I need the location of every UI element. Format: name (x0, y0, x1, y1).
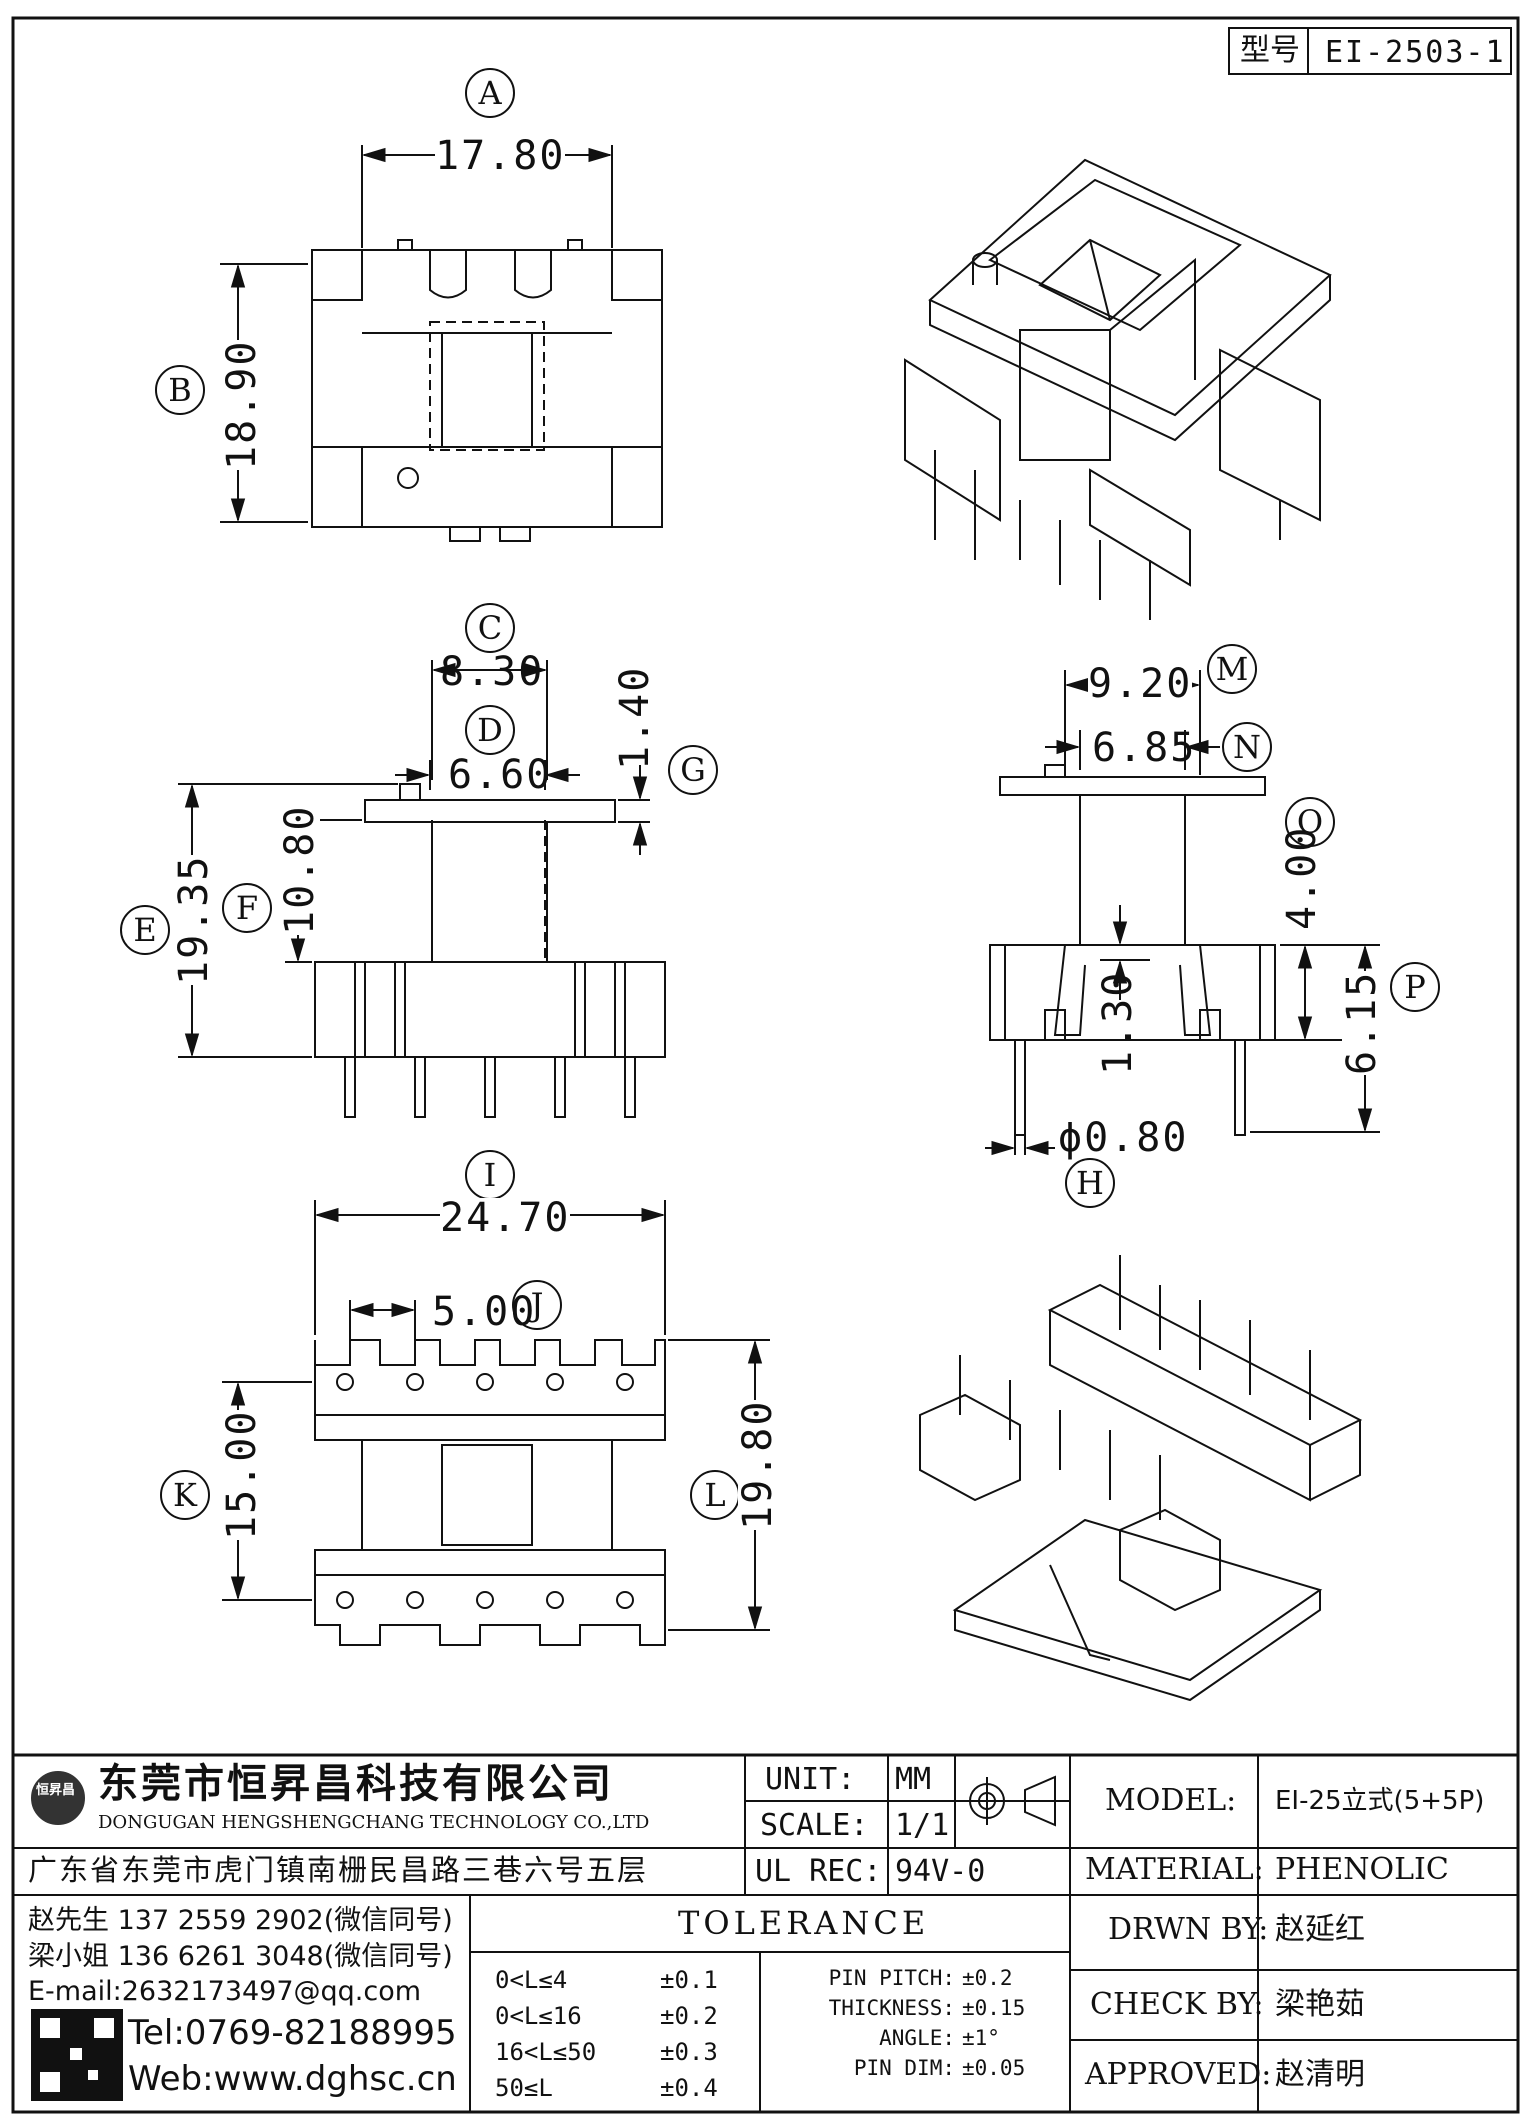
drwn-label: DRWN BY: (1108, 1912, 1269, 1947)
unit-value: MM (895, 1762, 932, 1797)
tolerance-param-value: ±0.15 (962, 1996, 1026, 2020)
callout-k: K (160, 1470, 210, 1520)
tolerance-range: 0<L≤4 (495, 1966, 568, 1994)
callout-h: H (1065, 1158, 1115, 1208)
callout-g: G (668, 745, 718, 795)
title-block-grid (13, 1753, 1518, 2112)
tolerance-range: 0<L≤16 (495, 2002, 582, 2030)
callout-p: P (1390, 962, 1440, 1012)
company-name-en: DONGUGAN HENGSHENGCHANG TECHNOLOGY CO.,L… (98, 1812, 650, 1833)
email[interactable]: E-mail:2632173497@qq.com (28, 1976, 422, 2007)
contact-1: 赵先生 137 2559 2902(微信同号) (28, 1905, 453, 1936)
iso-view-bottom (919, 1255, 1363, 1702)
dim-i-value: 24.70 (440, 1195, 571, 1241)
scale-value: 1/1 (895, 1808, 950, 1843)
dim-l-value: 19.80 (735, 1399, 781, 1530)
side-view (314, 783, 666, 1118)
check-value: 梁艳茹 (1275, 1987, 1365, 2022)
callout-d: D (465, 705, 515, 755)
contact-2: 梁小姐 136 6261 3048(微信同号) (28, 1941, 453, 1972)
callout-b: B (155, 365, 205, 415)
dim-a-value: 17.80 (435, 133, 566, 179)
model-box-value: EI-2503-1 (1325, 35, 1506, 70)
model-label: MODEL: (1105, 1783, 1237, 1818)
callout-i: I (465, 1150, 515, 1200)
check-label: CHECK BY: (1090, 1987, 1264, 2022)
tolerance-value: ±0.1 (660, 1966, 718, 1994)
callout-e: E (120, 905, 170, 955)
tolerance-value: ±0.2 (660, 2002, 718, 2030)
dim-b-value: 18.90 (219, 339, 265, 470)
approved-value: 赵清明 (1275, 2057, 1365, 2092)
top-view (311, 239, 663, 542)
scale-label: SCALE: (760, 1808, 869, 1843)
dim-d-value: 6.60 (448, 752, 553, 798)
dim-h-value: ϕ0.80 (1058, 1115, 1189, 1161)
model-value: EI-25立式(5+5P) (1275, 1786, 1485, 1816)
model-box-label: 型号 (1240, 33, 1300, 68)
model-box (1228, 27, 1512, 75)
callout-a: A (465, 68, 515, 118)
material-value: PHENOLIC (1275, 1852, 1449, 1887)
tolerance-value: ±0.4 (660, 2074, 718, 2102)
tolerance-param-value: ±0.2 (962, 1966, 1013, 1990)
dim-c-value: 8.30 (440, 649, 545, 695)
iso-view-top (904, 158, 1332, 620)
company-address: 广东省东莞市虎门镇南栅民昌路三巷六号五层 (28, 1853, 649, 1887)
dim-m-value: 9.20 (1088, 661, 1193, 707)
callout-l: L (690, 1470, 740, 1520)
tolerance-range: 50≤L (495, 2074, 553, 2102)
callout-j: J (512, 1280, 562, 1330)
callout-m: M (1207, 644, 1257, 694)
tolerance-param-name: PIN PITCH: (828, 1966, 955, 1990)
approved-label: APPROVED: (1085, 2057, 1272, 2092)
front-view (989, 764, 1276, 1136)
tolerance-range: 16<L≤50 (495, 2038, 597, 2066)
callout-f: F (222, 883, 272, 933)
tel: Tel:0769-82188995 (128, 2013, 457, 2053)
tolerance-param-value: ±0.05 (962, 2056, 1026, 2080)
ulrec-value: 94V-0 (895, 1854, 986, 1889)
dim-n-value: 6.85 (1092, 725, 1197, 771)
dim-p-value: 6.15 (1339, 970, 1385, 1075)
website[interactable]: Web:www.dghsc.cn (128, 2059, 457, 2099)
material-label: MATERIAL: (1085, 1852, 1264, 1887)
sheet-border (11, 16, 1520, 2114)
dim-o-value: 4.00 (1279, 825, 1325, 930)
dim-g-value: 1.40 (612, 665, 658, 770)
dim-f-value: 10.80 (277, 804, 323, 935)
ulrec-label: UL REC: (755, 1854, 882, 1889)
company-name-cn: 东莞市恒昇昌科技有限公司 (98, 1761, 614, 1807)
tolerance-param-name: PIN DIM: (853, 2056, 955, 2080)
dim-k-value: 15.00 (219, 1409, 265, 1540)
callout-c: C (465, 603, 515, 653)
drwn-value: 赵延红 (1275, 1912, 1365, 1947)
bottom-view (314, 1339, 666, 1646)
callout-o: O (1285, 797, 1335, 847)
dim-e-value: 19.35 (171, 854, 217, 985)
company-logo: 恒昇昌 (36, 1783, 76, 1798)
tolerance-param-name: ANGLE: (879, 2026, 955, 2050)
dim-1-30-value: 1.30 (1095, 970, 1141, 1075)
tolerance-param-value: ±1° (962, 2026, 1000, 2050)
tolerance-title: TOLERANCE (678, 1904, 930, 1942)
callout-n: N (1222, 722, 1272, 772)
tolerance-value: ±0.3 (660, 2038, 718, 2066)
tolerance-param-name: THICKNESS: (828, 1996, 955, 2020)
unit-label: UNIT: (765, 1762, 856, 1797)
